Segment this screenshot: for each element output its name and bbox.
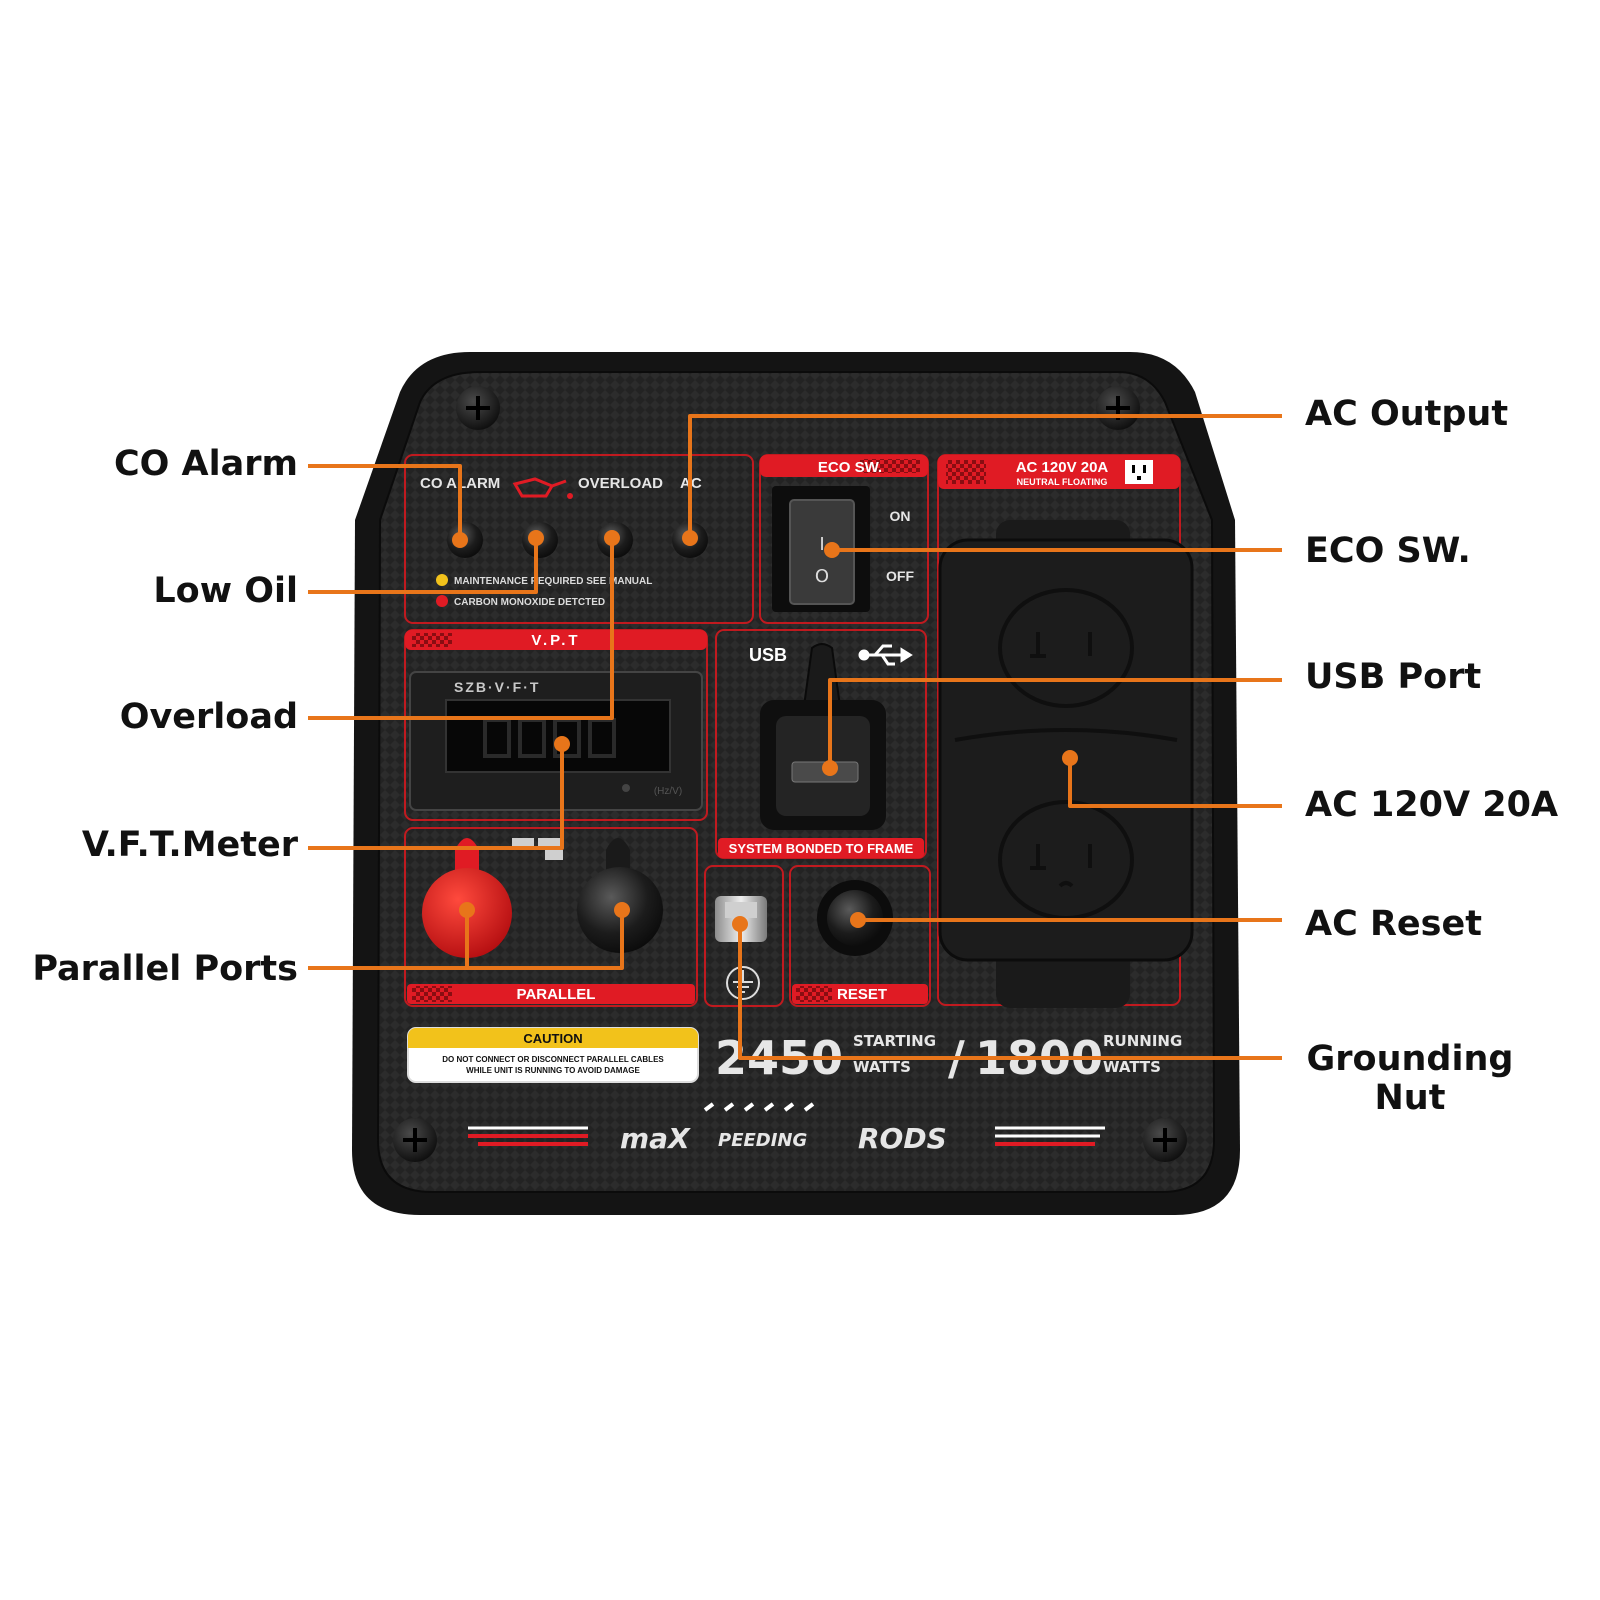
eco-switch-on-mark: I [819, 534, 824, 555]
screw-icon [456, 386, 500, 430]
caution-label: CAUTION DO NOT CONNECT OR DISCONNECT PAR… [407, 1027, 699, 1083]
meter-display [445, 699, 671, 773]
outlet-receptacle-top [998, 588, 1134, 708]
callout-co-alarm: CO Alarm [113, 444, 298, 484]
overload-label: OVERLOAD [578, 475, 663, 492]
brand-part2: PEEDING [718, 1130, 807, 1151]
ac-outlet-subtitle: NEUTRAL FLOATING [1017, 477, 1108, 487]
reset-panel: RESET [789, 865, 931, 1007]
brand-part1: maX [620, 1122, 691, 1155]
meter-brand: SZB·V·F·T [454, 679, 540, 695]
eco-off-label: OFF [886, 568, 914, 584]
ac-outlet-title: AC 120V 20A [1016, 459, 1109, 476]
meter-unit: (Hz/V) [654, 786, 682, 797]
eco-switch-panel: ECO SW. I O ON OFF [759, 454, 929, 624]
outlet-symbol-icon [1125, 460, 1153, 484]
running-label: RUNNING [1103, 1032, 1182, 1050]
usb-panel: USB SYSTEM BONDED TO FRAME [715, 629, 927, 859]
carbon-dot [436, 595, 448, 607]
callout-grounding-nut: Grounding Nut [1300, 1040, 1520, 1117]
leader-lines [308, 414, 1282, 1060]
leader-usb [828, 678, 1282, 768]
low-oil-icon [512, 477, 573, 499]
parallel-panel: PARALLEL [404, 827, 698, 1007]
leader-low-oil [308, 538, 538, 594]
eco-switch-off-mark: O [815, 566, 829, 587]
system-bonded-label: SYSTEM BONDED TO FRAME [729, 841, 914, 856]
callout-grounding-line2: Nut [1374, 1077, 1446, 1118]
grounding-panel [704, 865, 784, 1007]
eco-on-label: ON [890, 508, 911, 524]
caution-line2: WHILE UNIT IS RUNNING TO AVOID DAMAGE [466, 1066, 640, 1075]
starting-watts-label: WATTS [853, 1058, 911, 1076]
callout-grounding-line1: Grounding [1306, 1039, 1514, 1079]
reset-label: RESET [837, 986, 887, 1003]
screw-icon [393, 1118, 437, 1162]
usb-icon [858, 644, 913, 666]
vpt-meter-panel: V.P.T SZB·V·F·T (Hz/V) [404, 629, 708, 821]
leader-vft [308, 744, 564, 850]
maintenance-dot [436, 574, 448, 586]
ground-symbol-icon [726, 966, 760, 1000]
callout-parallel-ports: Parallel Ports [32, 949, 298, 989]
callout-eco-sw: ECO SW. [1305, 531, 1471, 571]
vpt-title: V.P.T [531, 632, 580, 649]
leader-parallel [308, 910, 624, 970]
carbon-text: CARBON MONOXIDE DETCTED [454, 597, 605, 608]
callout-ac-reset: AC Reset [1305, 904, 1482, 944]
callout-overload: Overload [119, 697, 298, 737]
indicator-panel: CO ALARM OVERLOAD AC MAINTENANCE REQUIRE… [404, 454, 754, 624]
screw-icon [1143, 1118, 1187, 1162]
ac-outlet-panel: AC 120V 20A NEUTRAL FLOATING [937, 454, 1194, 1008]
brand-logo: maX PEEDING RODS [468, 1102, 1105, 1155]
leader-ac-120v [1068, 758, 1282, 808]
leader-dots [452, 530, 1078, 932]
caution-title: CAUTION [523, 1031, 582, 1046]
maintenance-text: MAINTENANCE REQUIRED SEE MANUAL [454, 576, 652, 587]
caution-line1: DO NOT CONNECT OR DISCONNECT PARALLEL CA… [442, 1055, 664, 1064]
ac-outlet-cover[interactable] [938, 538, 1194, 962]
parallel-label: PARALLEL [517, 986, 596, 1003]
leader-ac-output [688, 414, 1282, 538]
leader-overload [308, 538, 614, 720]
brand-part3: RODS [858, 1122, 947, 1155]
callout-low-oil: Low Oil [153, 571, 298, 611]
leader-co-alarm [308, 464, 462, 540]
meter-button[interactable] [622, 784, 630, 792]
callout-usb-port: USB Port [1305, 657, 1482, 697]
starting-label: STARTING [853, 1032, 936, 1050]
callout-vft-meter: V.F.T.Meter [81, 825, 298, 865]
callout-ac-output: AC Output [1305, 394, 1509, 434]
leader-grounding [738, 924, 1282, 1060]
eco-title: ECO SW. [818, 459, 882, 476]
callout-ac-120v: AC 120V 20A [1305, 785, 1559, 825]
screw-icon [1096, 386, 1140, 430]
usb-label: USB [749, 645, 787, 665]
running-watts-label: WATTS [1103, 1058, 1161, 1076]
